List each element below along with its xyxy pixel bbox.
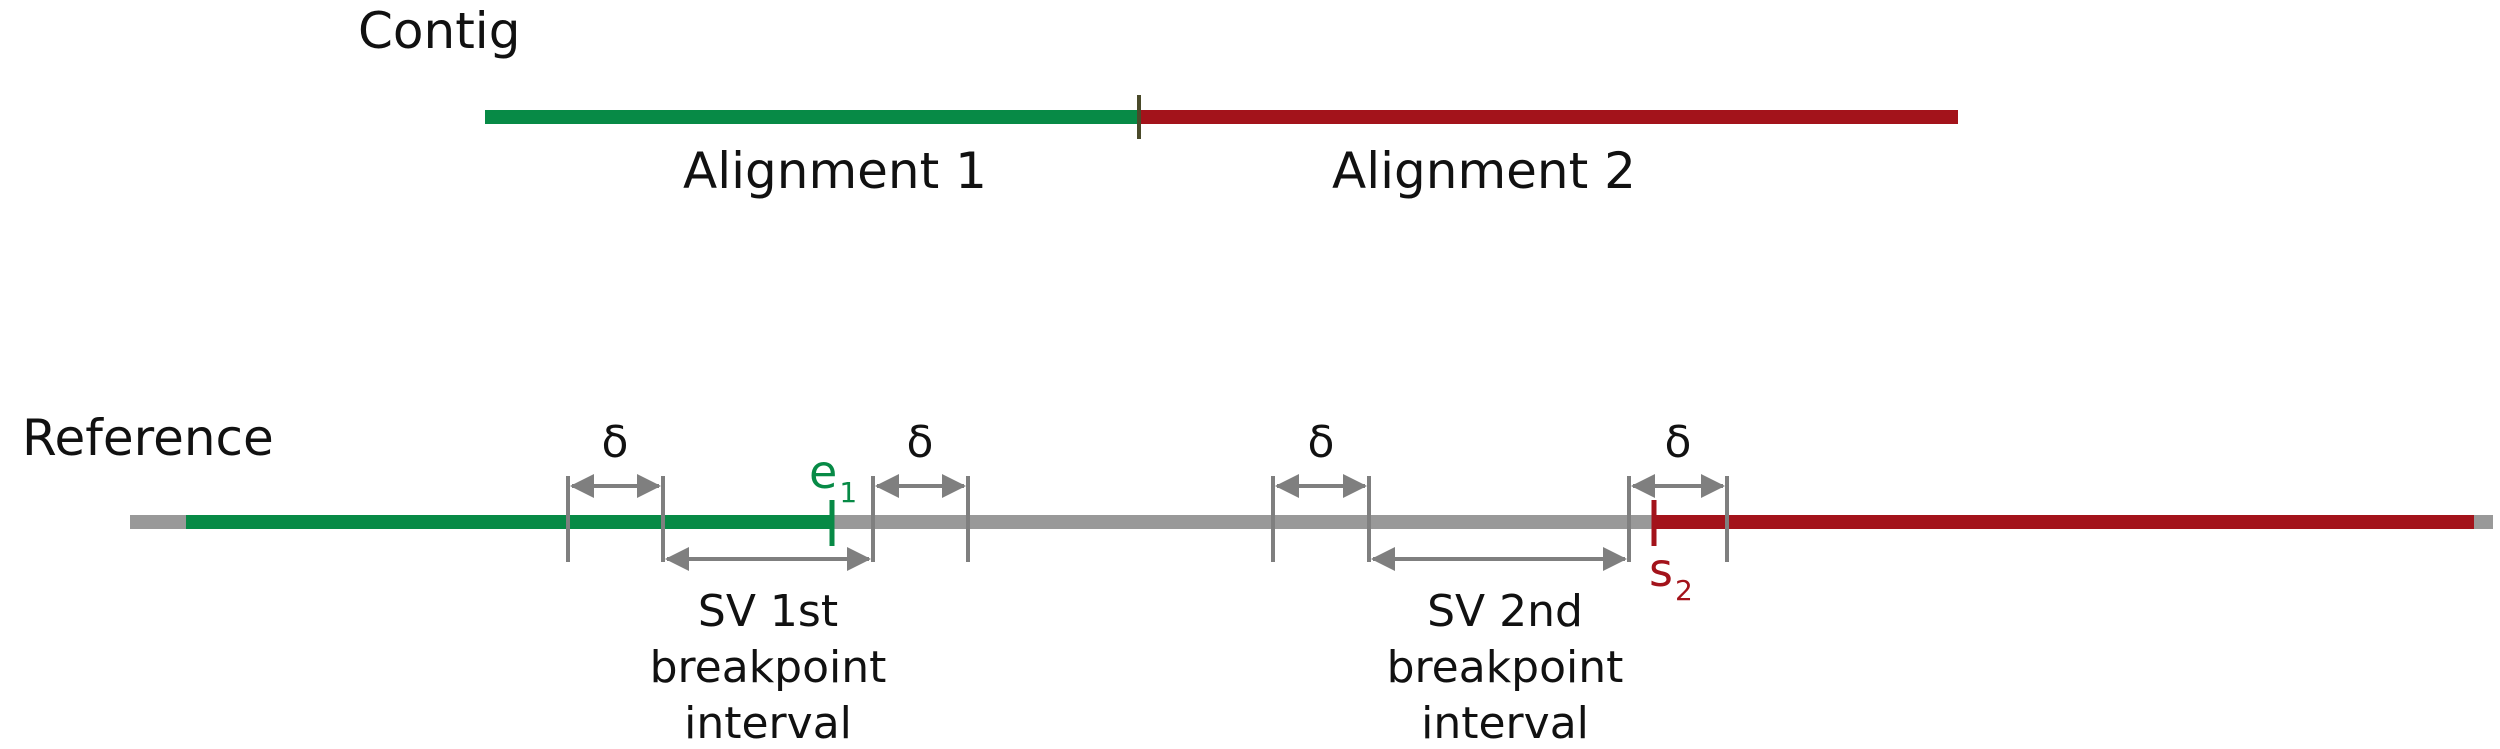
delta-label-3: δ xyxy=(1308,417,1335,468)
delta-label-1: δ xyxy=(602,417,629,468)
sv2-interval-label-line2: breakpoint xyxy=(1387,642,1624,693)
delta-label-4: δ xyxy=(1665,417,1692,468)
delta-label-2: δ xyxy=(907,417,934,468)
sv1-interval-label-line1: SV 1st xyxy=(698,586,838,637)
alignment-2-label: Alignment 2 xyxy=(1332,142,1636,200)
sv1-interval-label-line2: breakpoint xyxy=(650,642,887,693)
alignment-1-label: Alignment 1 xyxy=(683,142,987,200)
bracket-ticks xyxy=(566,476,1729,562)
sv2-interval-label-line1: SV 2nd xyxy=(1427,586,1583,637)
s2-label: s2 xyxy=(1649,543,1693,607)
e1-label: e1 xyxy=(809,445,857,509)
contig-title: Contig xyxy=(358,2,520,60)
sv2-interval-label-line3: interval xyxy=(1421,698,1589,749)
sv1-interval-label-line3: interval xyxy=(684,698,852,749)
reference-title: Reference xyxy=(22,409,274,467)
